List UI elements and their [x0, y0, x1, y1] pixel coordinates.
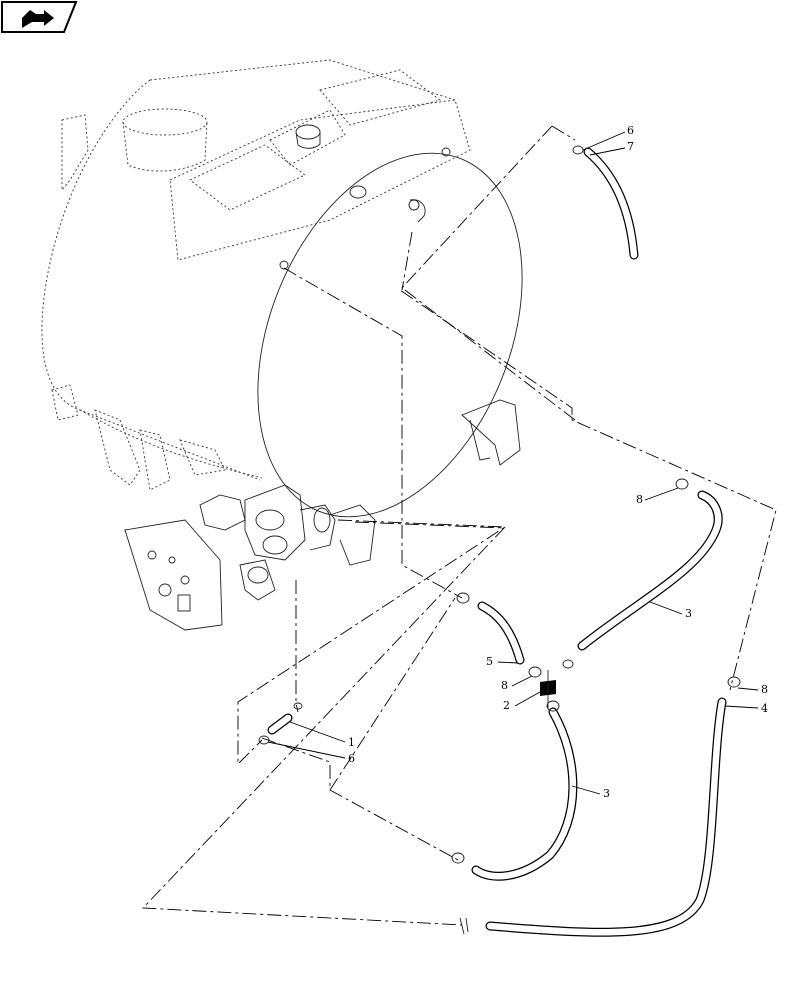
- hose-part-7: [583, 147, 639, 260]
- leader-lines: [267, 131, 759, 795]
- callout-labels: 6 7 8 3 5 8 2 8 4 1 6 3: [348, 124, 768, 800]
- callout-7: 2: [503, 699, 510, 712]
- clamp-part-8-mid: [456, 592, 470, 604]
- clamp-part-8-left: [528, 666, 542, 678]
- clamp-part-8-upper: [675, 478, 689, 490]
- callout-6: 8: [501, 679, 508, 692]
- tank-lid-tray: [169, 99, 471, 261]
- tank-assembly: [41, 59, 523, 518]
- hose-part-3-upper: [577, 490, 723, 651]
- callout-2: 7: [627, 140, 634, 153]
- callout-3: 8: [636, 493, 643, 506]
- clamp-part-8-right: [727, 676, 741, 688]
- routing-lines: [142, 125, 777, 926]
- callout-1: 6: [627, 124, 634, 137]
- hoses: [267, 147, 727, 937]
- callout-9: 4: [761, 702, 768, 715]
- callout-11: 6: [348, 752, 355, 765]
- callout-12: 3: [603, 787, 610, 800]
- clamp-part-8-bottom: [459, 917, 469, 935]
- forward-arrow-icon: [1, 1, 78, 33]
- clamp-part-6-top: [572, 145, 584, 155]
- hose-part-4: [485, 697, 727, 937]
- fittings: [258, 145, 741, 935]
- control-panel-plate: [124, 519, 223, 631]
- tank-end-dome: [257, 152, 523, 518]
- clamp-part-6-bottom: [258, 735, 270, 745]
- callout-10: 1: [348, 736, 355, 749]
- callout-5: 5: [486, 655, 493, 668]
- callout-4: 3: [685, 607, 692, 620]
- nav-badge[interactable]: [0, 0, 78, 34]
- hose-part-3-lower: [471, 707, 578, 881]
- valve-manifold: [124, 484, 376, 631]
- callout-8: 8: [761, 683, 768, 696]
